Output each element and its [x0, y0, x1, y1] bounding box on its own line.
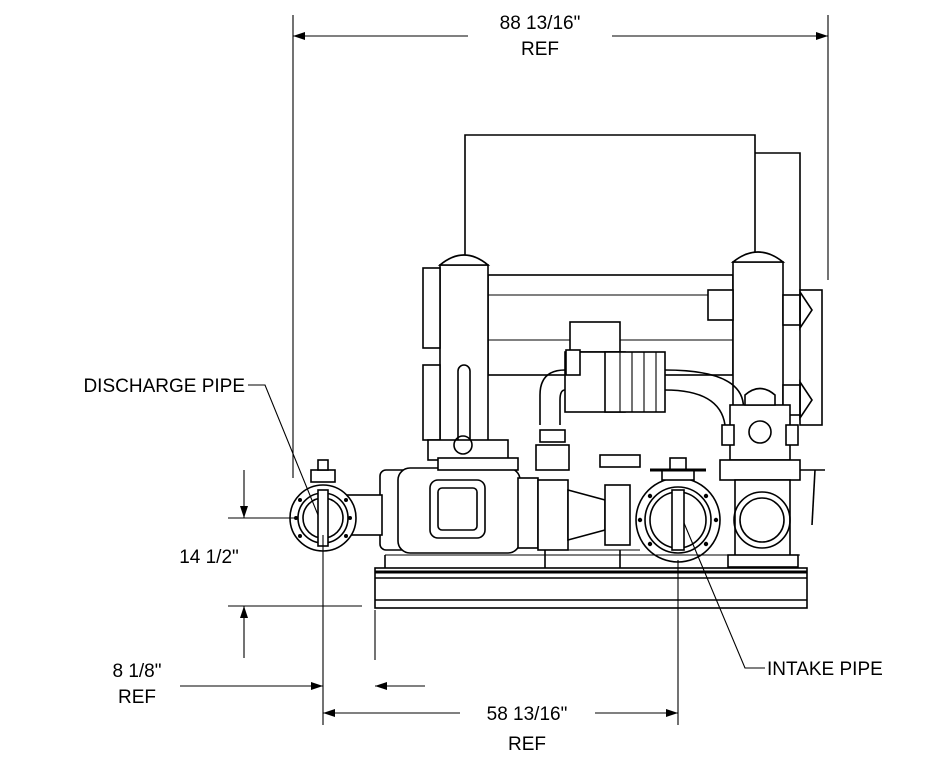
intake-offset-ref: REF — [508, 734, 546, 755]
left-vessel-base — [427, 439, 509, 461]
overall-width-ref: REF — [521, 39, 559, 60]
right-tee — [734, 479, 791, 561]
right-panel — [799, 289, 823, 426]
dimension-discharge-offset: 8 1/8" REF — [112, 535, 425, 708]
check-valve — [729, 404, 791, 461]
discharge-offset-value: 8 1/8" — [112, 661, 161, 682]
callout-intake-pipe: INTAKE PIPE — [683, 522, 883, 680]
intake-pipe-label: INTAKE PIPE — [767, 659, 883, 680]
overall-width-value: 88 13/16" — [500, 13, 581, 34]
callout-discharge-pipe: DISCHARGE PIPE — [83, 376, 319, 516]
dimension-overall-width: 88 13/16" REF — [292, 13, 829, 478]
pump-casing — [604, 484, 631, 546]
left-flange-top — [422, 267, 441, 349]
left-vessel-sightglass — [457, 364, 471, 446]
pump-assembly — [289, 134, 825, 609]
left-flange-bottom — [422, 364, 441, 441]
strainer-cap — [569, 321, 621, 353]
right-pipe-frame — [755, 152, 801, 290]
discharge-height-value: 14 1/2" — [179, 547, 239, 568]
dimension-discharge-height: 14 1/2" — [179, 470, 362, 658]
right-flange-top — [782, 294, 801, 326]
motor-junction-box — [429, 479, 486, 539]
base-skid — [374, 567, 808, 609]
motor-flange — [517, 477, 539, 549]
discharge-offset-ref: REF — [118, 687, 156, 708]
discharge-pipe-label: DISCHARGE PIPE — [83, 376, 245, 397]
right-vessel-nozzle — [707, 289, 734, 321]
coupling-guard — [537, 479, 569, 551]
dimension-intake-offset: 58 13/16" REF — [322, 560, 679, 755]
upper-pipe-frame — [464, 134, 756, 255]
strainer-screen — [604, 351, 666, 413]
pump-volute-in — [567, 488, 606, 542]
intake-offset-value: 58 13/16" — [487, 704, 568, 725]
